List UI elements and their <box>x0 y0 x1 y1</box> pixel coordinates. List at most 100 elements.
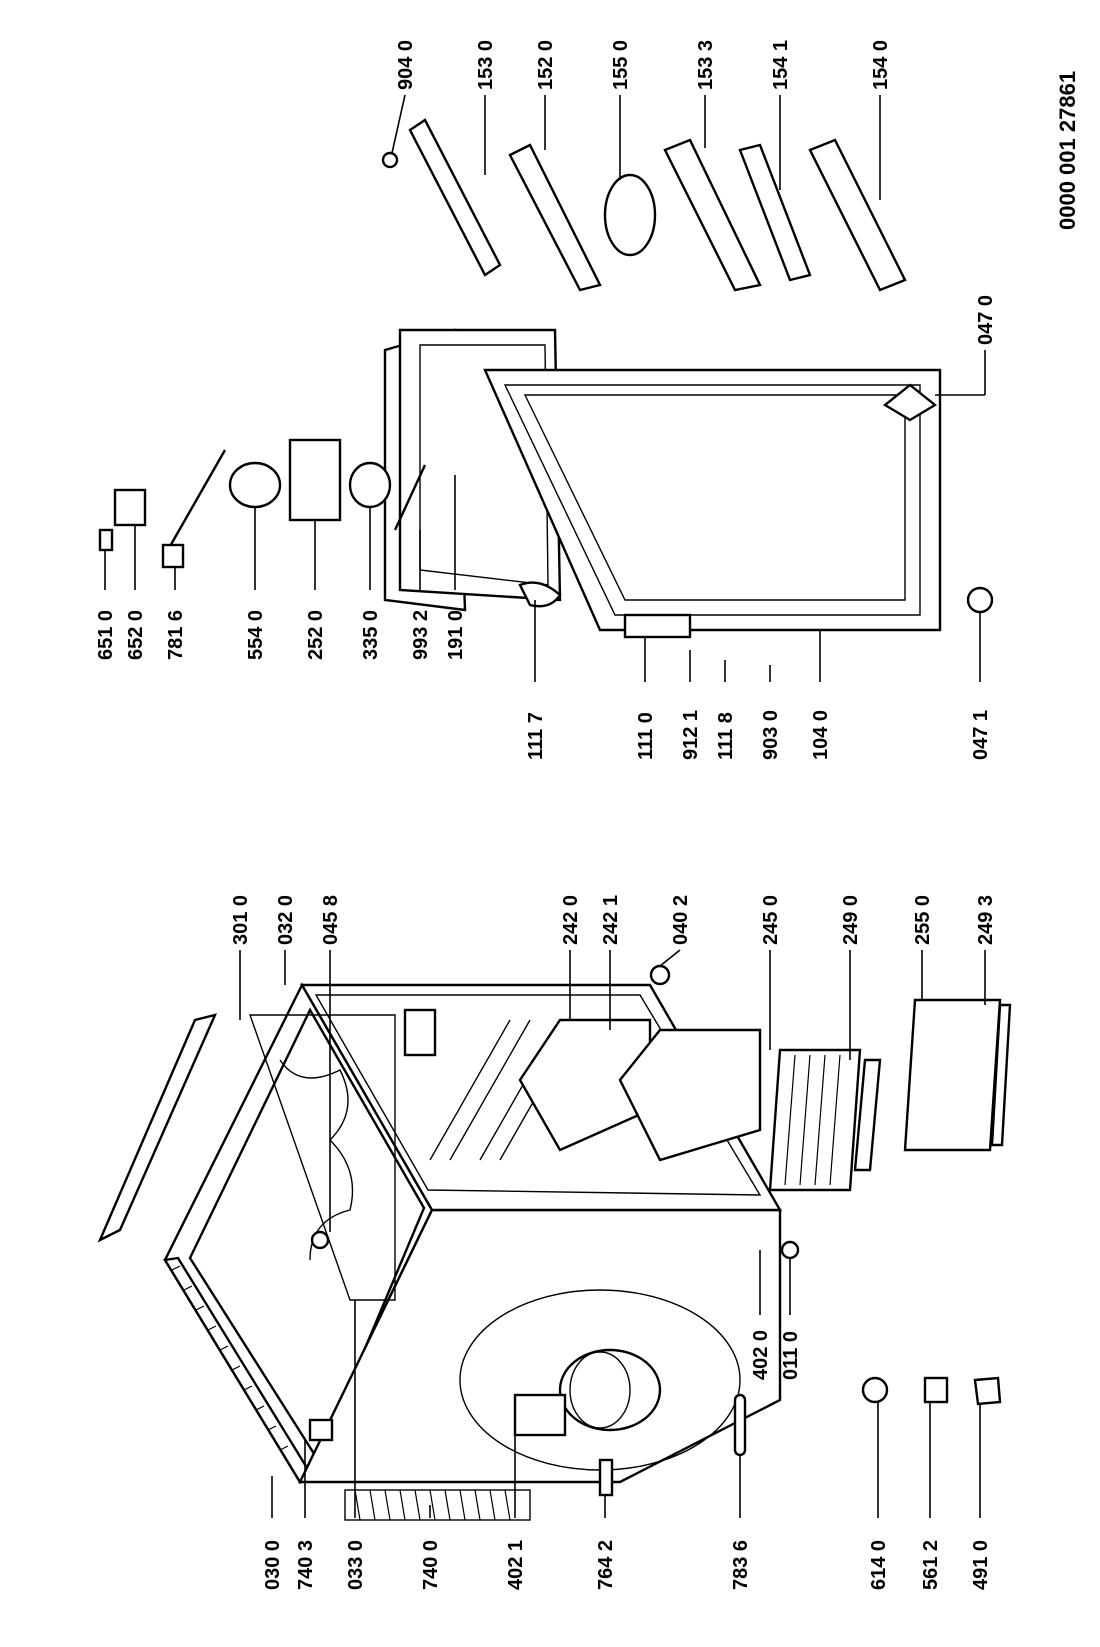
label-740-3: 740 3 <box>295 1540 317 1590</box>
foot-047-0 <box>882 383 938 422</box>
label-614-0: 614 0 <box>868 1540 890 1590</box>
lamp-cover <box>308 1418 334 1442</box>
label-047-1: 047 1 <box>970 710 992 760</box>
label-402-0: 402 0 <box>750 1330 772 1380</box>
door-hinge <box>623 613 692 639</box>
label-154-0: 154 0 <box>870 40 892 90</box>
label-154-1: 154 1 <box>770 40 792 90</box>
sensor-block-781 <box>161 543 185 569</box>
part-491-icon <box>973 1376 1002 1406</box>
label-242-1: 242 1 <box>600 895 622 945</box>
door-outer-inner <box>419 344 549 586</box>
shelves-group <box>768 998 1012 1192</box>
label-740-0: 740 0 <box>420 1540 442 1590</box>
shelf-rail-1 <box>429 1019 511 1161</box>
label-153-0: 153 0 <box>475 40 497 90</box>
door-bin-153-0 <box>408 118 502 277</box>
label-030-0: 030 0 <box>262 1540 284 1590</box>
label-249-3: 249 3 <box>975 895 997 945</box>
door-panel-inner <box>503 384 921 616</box>
evaporator-panel <box>249 1014 396 1301</box>
worktop-grille-hatch <box>171 1265 289 1451</box>
door-bin-154-0 <box>808 138 907 292</box>
door-bin-152-0 <box>508 143 602 292</box>
label-554-0: 554 0 <box>245 610 267 660</box>
wire-shelf <box>768 1048 862 1192</box>
label-491-0: 491 0 <box>970 1540 992 1590</box>
hinge-cover <box>518 581 562 608</box>
label-301-0: 301 0 <box>230 895 252 945</box>
leader-lines <box>104 94 986 1518</box>
shelf-trim-front <box>853 1058 882 1172</box>
cover-strip <box>97 1013 218 1243</box>
part-614-icon <box>861 1376 889 1404</box>
label-245-0: 245 0 <box>760 895 782 945</box>
label-783-6: 783 6 <box>730 1540 752 1590</box>
label-033-0: 033 0 <box>345 1540 367 1590</box>
label-252-0: 252 0 <box>305 610 327 660</box>
label-335-0: 335 0 <box>360 610 382 660</box>
thermostat-box <box>403 1008 437 1057</box>
part-561-icon <box>923 1376 949 1404</box>
loose-parts <box>308 1376 1002 1497</box>
label-255-0: 255 0 <box>912 895 934 945</box>
wire-shelf-bars <box>784 1054 841 1186</box>
label-032-0: 032 0 <box>275 895 297 945</box>
document-number: 0000 001 27861 <box>1055 71 1080 230</box>
label-903-0: 903 0 <box>760 710 782 760</box>
label-153-3: 153 3 <box>695 40 717 90</box>
glass-shelf-trim <box>990 1003 1012 1147</box>
thermostat-knob-651 <box>98 528 114 552</box>
foot-047-1 <box>966 586 994 614</box>
condenser-coil <box>344 1489 531 1521</box>
crisper-drawer-lower <box>618 1028 762 1162</box>
fixing-screw <box>780 1240 800 1260</box>
compressor <box>558 1348 662 1432</box>
door-bin-153-3 <box>663 138 762 292</box>
compressor-top <box>569 1351 631 1429</box>
drain-tube <box>733 1393 747 1457</box>
label-104-0: 104 0 <box>810 710 832 760</box>
door-components <box>381 118 907 292</box>
label-047-0: 047 0 <box>975 295 997 345</box>
plug-904-0 <box>381 151 399 169</box>
knob-335 <box>348 461 392 509</box>
label-764-2: 764 2 <box>595 1540 617 1590</box>
label-993-2: 993 2 <box>410 610 432 660</box>
label-249-0: 249 0 <box>840 895 862 945</box>
label-191-0: 191 0 <box>445 610 467 660</box>
glass-shelf <box>903 998 1002 1152</box>
label-651-0: 651 0 <box>95 610 117 660</box>
label-111-7: 111 7 <box>525 712 547 760</box>
cabinet-front-inner <box>314 994 762 1196</box>
label-152-0: 152 0 <box>535 40 557 90</box>
door-panel <box>483 368 942 632</box>
part-labels: 030 0 740 3 033 0 740 0 402 1 764 2 783 … <box>95 40 997 1590</box>
egg-tray-154-1 <box>738 143 812 282</box>
door-shelf-155 <box>603 173 657 257</box>
label-242-0: 242 0 <box>560 895 582 945</box>
label-111-0: 111 0 <box>635 712 657 760</box>
label-155-0: 155 0 <box>610 40 632 90</box>
start-relay <box>513 1393 567 1437</box>
label-652-0: 652 0 <box>125 610 147 660</box>
door-panel-liner <box>523 394 906 601</box>
label-904-0: 904 0 <box>395 40 417 90</box>
cable-993 <box>393 464 427 531</box>
label-781-6: 781 6 <box>165 610 187 660</box>
cabinet-assembly <box>97 964 800 1521</box>
thermostat-652 <box>113 488 147 527</box>
cabinet-side-wall <box>298 1208 782 1484</box>
label-402-1: 402 1 <box>505 1540 527 1590</box>
cabinet-top-inner <box>188 1007 426 1463</box>
label-040-2: 040 2 <box>670 895 692 945</box>
light-housing-252 <box>288 438 342 522</box>
label-912-1: 912 1 <box>680 710 702 760</box>
lamp-holder-554 <box>228 461 282 509</box>
label-011-0: 011 0 <box>780 1331 802 1380</box>
condenser-coil-fins <box>354 1489 511 1521</box>
shelf-rail-2 <box>449 1019 531 1161</box>
door-assembly <box>383 328 994 639</box>
